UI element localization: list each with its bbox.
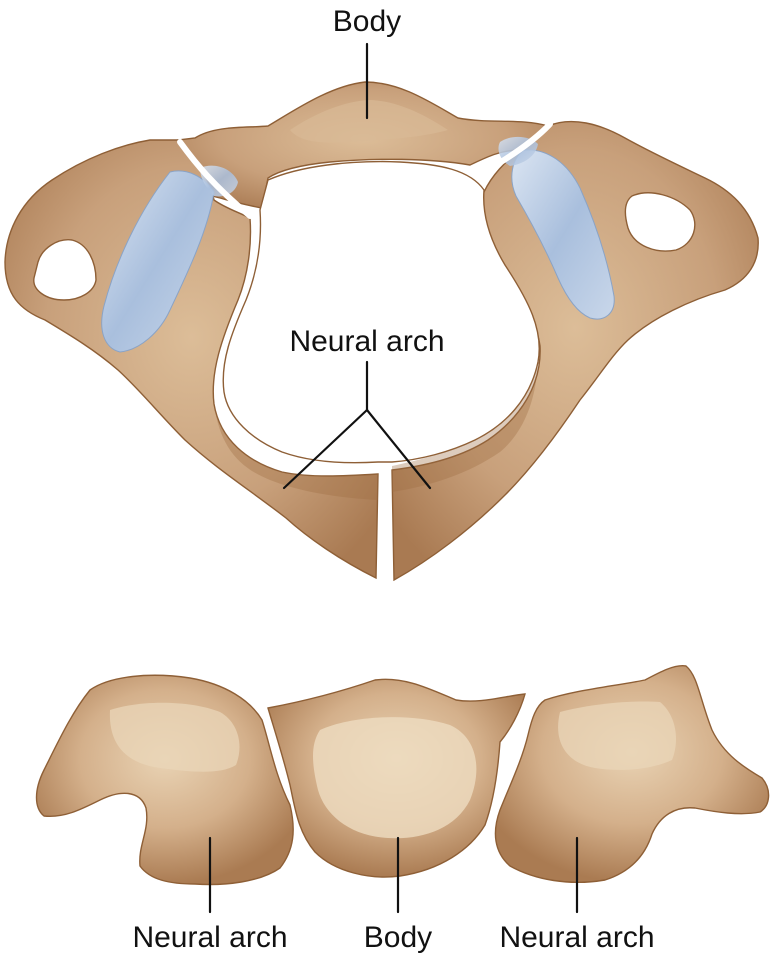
bottom-label-neural-arch-right: Neural arch xyxy=(499,921,654,954)
top-label-neural-arch: Neural arch xyxy=(289,325,444,358)
top-label-body: Body xyxy=(333,5,401,38)
top-left-notch-cartilage xyxy=(200,165,238,197)
bottom-label-body: Body xyxy=(364,921,432,954)
top-vertebral-foramen xyxy=(222,160,540,464)
top-right-neurocentral-gap xyxy=(481,121,553,175)
bottom-label-neural-arch-left: Neural arch xyxy=(132,921,287,954)
bottom-right-arch-highlight xyxy=(558,701,676,770)
top-left-neurocentral-gap xyxy=(177,139,253,219)
top-vertebra: Body Neural arch xyxy=(4,5,759,588)
top-right-arch-shadow xyxy=(392,362,538,492)
top-body-highlight xyxy=(290,100,448,143)
bottom-body-highlight xyxy=(313,717,477,839)
bottom-left-arch-highlight xyxy=(109,702,240,772)
bottom-right-neural-arch xyxy=(494,665,770,883)
top-left-neural-arch xyxy=(4,139,379,580)
bottom-ossification-centres: Neural arch Body Neural arch xyxy=(35,665,770,954)
top-left-arch-shadow xyxy=(214,404,378,500)
top-right-articular-cartilage xyxy=(511,149,615,320)
top-neural-arch-leader-right xyxy=(365,408,432,490)
top-neural-arch-leader-left xyxy=(282,408,369,490)
top-right-transverse-foramen xyxy=(624,192,696,252)
top-left-transverse-foramen xyxy=(33,239,97,301)
